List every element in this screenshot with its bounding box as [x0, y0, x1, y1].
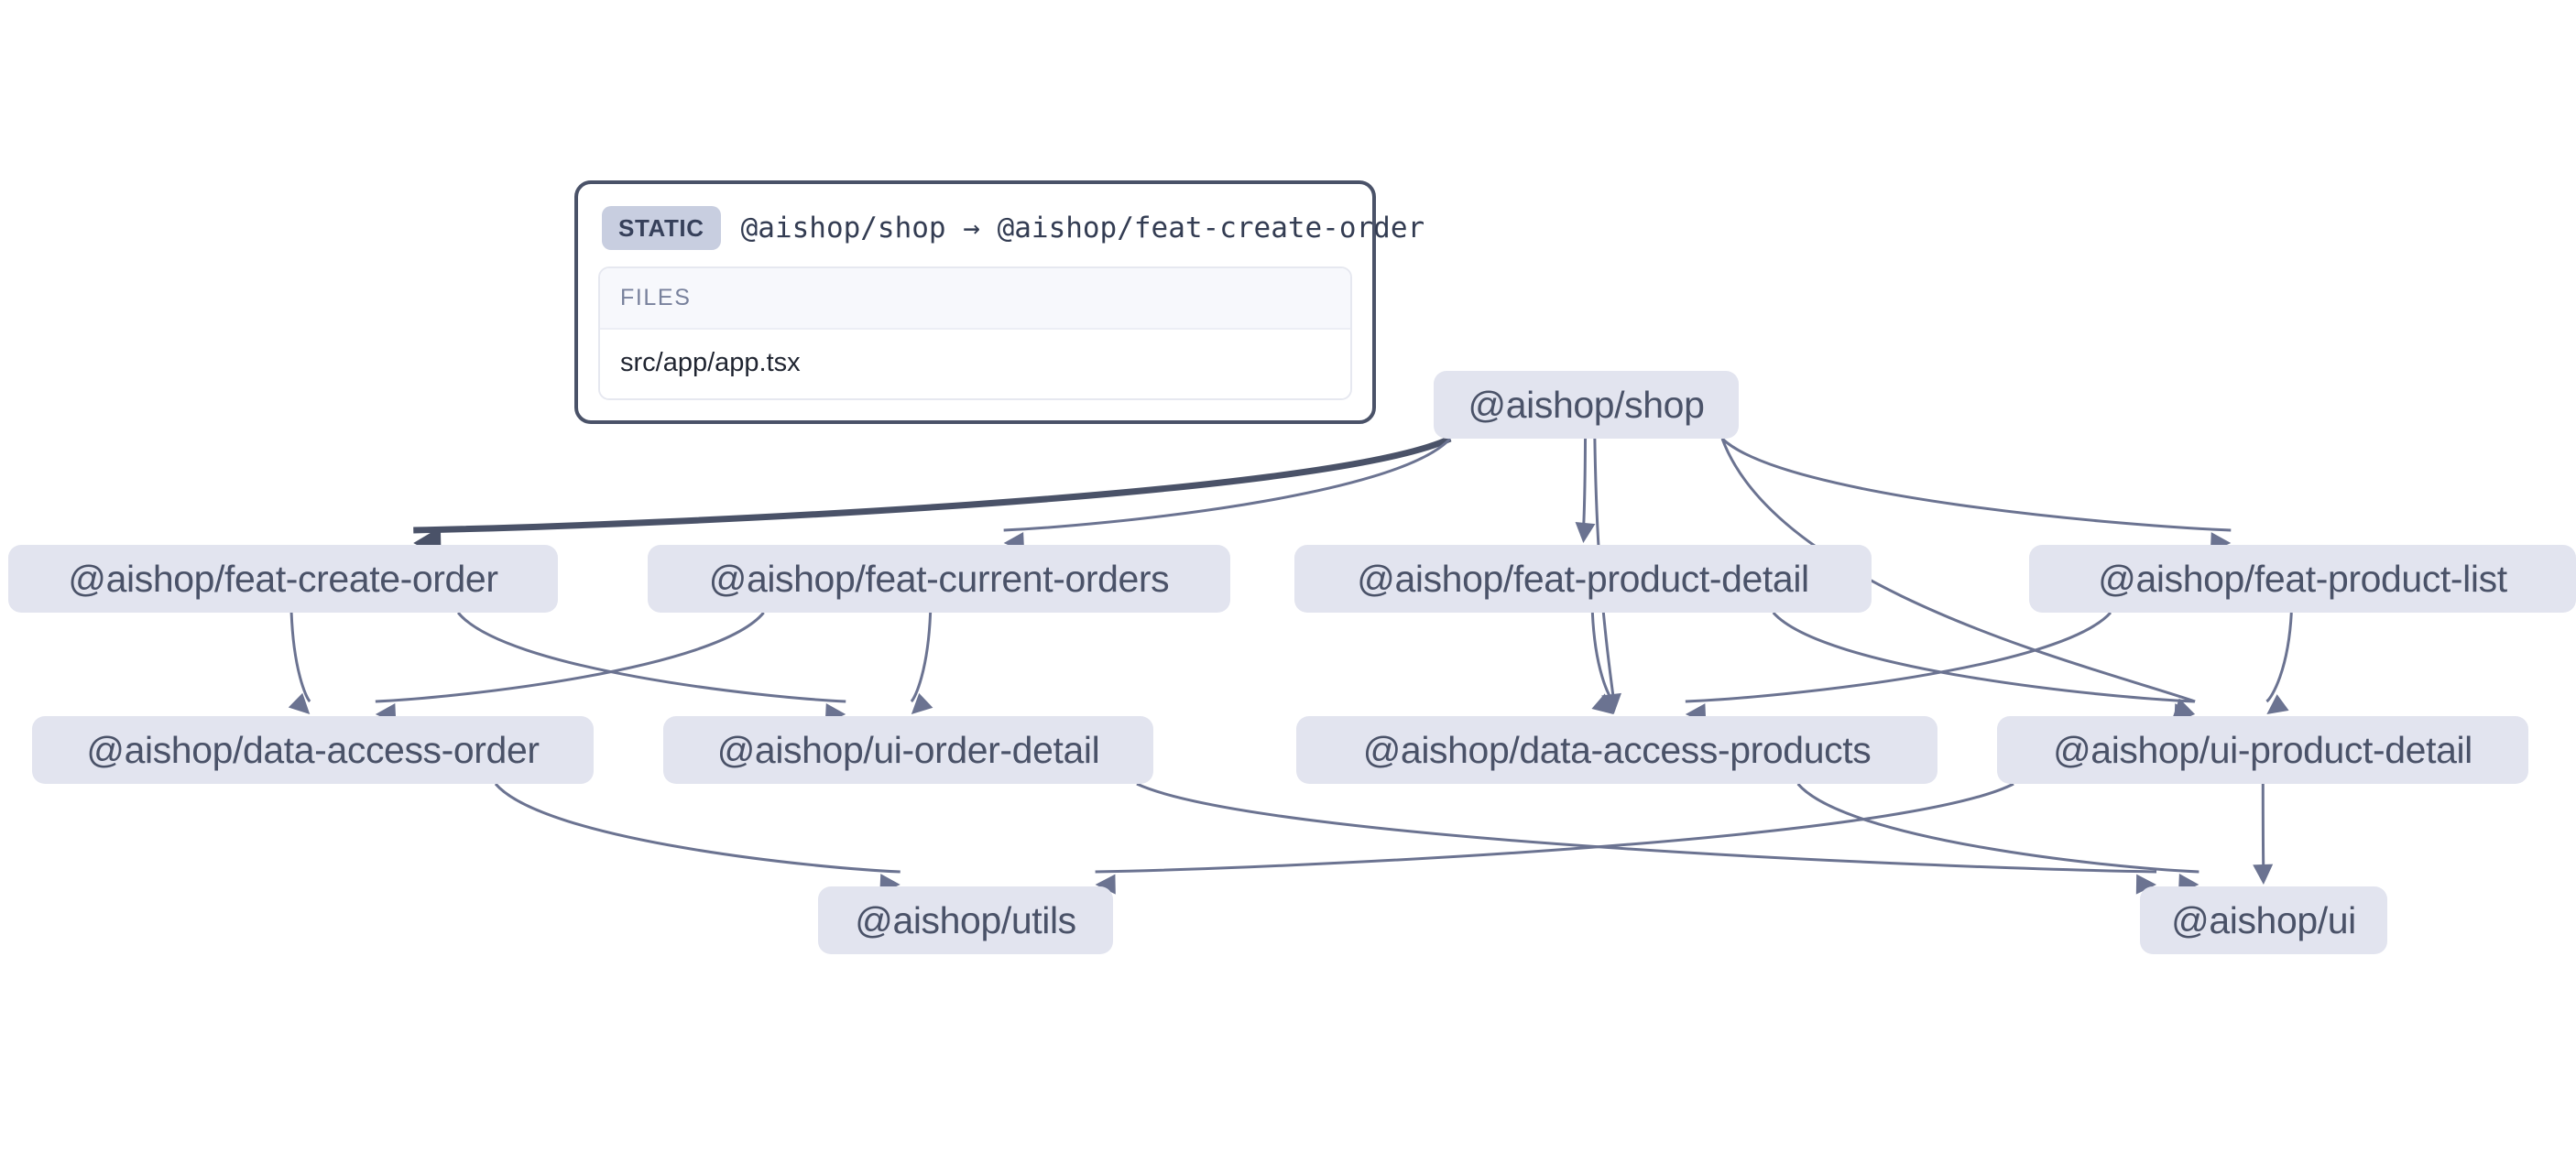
graph-edge-feat-product-detail-to-ui-product-detail[interactable]: [1772, 612, 2195, 703]
graph-edge-data-access-order-to-utils[interactable]: [494, 783, 901, 874]
graph-edge-shop-to-data-access-products[interactable]: [1593, 438, 1616, 702]
graph-edge-arrowhead: [2253, 864, 2274, 885]
graph-node-feat-current-orders[interactable]: @aishop/feat-current-orders: [648, 545, 1230, 613]
graph-edge-arrowhead: [2266, 694, 2289, 714]
graph-edge-feat-product-detail-to-data-access-products[interactable]: [1590, 612, 1615, 703]
graph-edge-arrowhead: [1591, 693, 1614, 714]
graph-edge-ui-product-detail-to-utils[interactable]: [1095, 782, 2014, 874]
tooltip-title: @aishop/shop → @aishop/feat-create-order: [740, 212, 1425, 245]
graph-node-label: @aishop/data-access-order: [86, 728, 540, 771]
graph-node-label: @aishop/utils: [855, 898, 1076, 941]
graph-node-label: @aishop/feat-product-list: [2098, 557, 2507, 600]
graph-node-ui-order-detail[interactable]: @aishop/ui-order-detail: [663, 716, 1153, 784]
graph-edge-shop-to-feat-current-orders[interactable]: [1003, 437, 1452, 532]
graph-edge-shop-to-feat-product-detail[interactable]: [1581, 438, 1588, 531]
graph-edge-arrowhead: [2135, 874, 2156, 895]
graph-node-label: @aishop/ui-product-detail: [2053, 728, 2472, 771]
graph-edge-arrowhead: [911, 692, 933, 714]
graph-node-ui[interactable]: @aishop/ui: [2140, 886, 2387, 954]
graph-node-label: @aishop/shop: [1468, 383, 1705, 426]
graph-edge-ui-product-detail-to-ui[interactable]: [2261, 783, 2265, 873]
graph-edge-feat-create-order-to-data-access-order[interactable]: [289, 612, 311, 703]
edge-detail-tooltip: STATIC @aishop/shop → @aishop/feat-creat…: [574, 180, 1424, 424]
graph-node-feat-create-order[interactable]: @aishop/feat-create-order: [8, 545, 558, 613]
graph-edge-shop-to-ui-product-detail[interactable]: [1720, 438, 2196, 703]
graph-edge-arrowhead: [1575, 522, 1596, 543]
files-panel-header: FILES: [600, 268, 1350, 330]
graph-node-utils[interactable]: @aishop/utils: [818, 886, 1113, 954]
graph-edge-feat-create-order-to-ui-order-detail[interactable]: [456, 612, 846, 703]
graph-node-shop[interactable]: @aishop/shop: [1434, 371, 1739, 439]
graph-edge-shop-to-feat-create-order[interactable]: [413, 435, 1452, 534]
graph-edge-shop-to-feat-product-list[interactable]: [1720, 437, 2232, 532]
graph-node-feat-product-detail[interactable]: @aishop/feat-product-detail: [1294, 545, 1872, 613]
graph-node-data-access-order[interactable]: @aishop/data-access-order: [32, 716, 594, 784]
graph-edge-arrowhead: [1095, 874, 1116, 895]
graph-node-label: @aishop/data-access-products: [1362, 728, 1872, 771]
graph-edge-ui-order-detail-to-ui[interactable]: [1136, 782, 2157, 874]
graph-node-feat-product-list[interactable]: @aishop/feat-product-list: [2029, 545, 2576, 613]
graph-node-label: @aishop/feat-product-detail: [1357, 557, 1809, 600]
static-badge: STATIC: [602, 206, 721, 250]
graph-node-data-access-products[interactable]: @aishop/data-access-products: [1296, 716, 1937, 784]
graph-edge-feat-product-list-to-ui-product-detail[interactable]: [2265, 612, 2293, 703]
graph-node-label: @aishop/feat-create-order: [68, 557, 498, 600]
graph-edge-feat-product-list-to-data-access-products[interactable]: [1685, 611, 2112, 703]
files-panel: FILES src/app/app.tsx: [598, 266, 1352, 400]
graph-edge-arrowhead: [288, 692, 311, 714]
graph-edge-feat-current-orders-to-ui-order-detail[interactable]: [910, 612, 933, 703]
graph-edge-feat-current-orders-to-data-access-order[interactable]: [375, 612, 765, 703]
file-row: src/app/app.tsx: [600, 330, 1350, 398]
graph-edge-data-access-products-to-ui[interactable]: [1796, 783, 2199, 874]
graph-node-ui-product-detail[interactable]: @aishop/ui-product-detail: [1997, 716, 2528, 784]
graph-node-label: @aishop/feat-current-orders: [708, 557, 1170, 600]
graph-node-label: @aishop/ui-order-detail: [716, 728, 1100, 771]
tooltip-header: STATIC @aishop/shop → @aishop/feat-creat…: [598, 201, 1424, 266]
graph-node-label: @aishop/ui: [2171, 898, 2356, 941]
